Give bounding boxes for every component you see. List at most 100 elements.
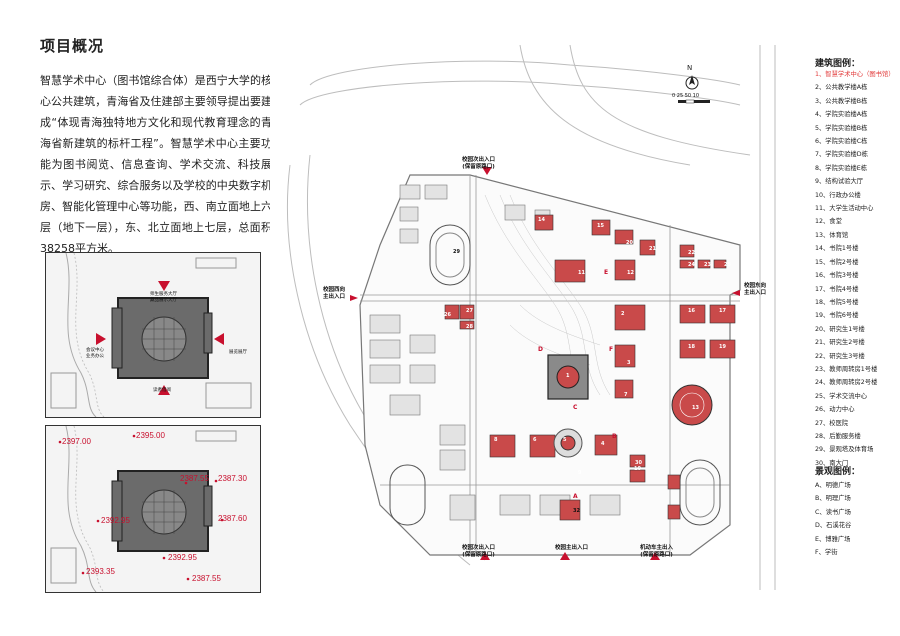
landscape-letter-E: E [604, 269, 609, 276]
landscape-letter-A: A [573, 493, 578, 500]
elev-label: 2392.95 [101, 516, 130, 525]
elev-label: 2393.35 [86, 567, 115, 576]
building-number-20: 20 [626, 240, 633, 246]
building-number-24: 24 [688, 262, 695, 268]
building-legend-item: 10、行政办公楼 [815, 191, 861, 199]
intro-paragraph: 智慧学术中心（图书馆综合体）是西宁大学的核心公共建筑，青海省及住建部主要领导提出… [40, 74, 272, 255]
label-east-hall: 展览展厅 [229, 350, 247, 355]
gate-southeast: 机动车主出入(保留原路口) [640, 545, 674, 558]
building-legend-item: 6、学院实验楼C栋 [815, 138, 868, 146]
elev-label: 2395.00 [136, 431, 165, 440]
label-hall2: 藏品展示大厅 [150, 298, 177, 303]
sports-field [679, 459, 721, 526]
sports-field [389, 464, 426, 526]
gate-south-main: 校园主出入口 [555, 545, 589, 551]
landscape-letter-B: B [612, 433, 617, 440]
building-number-3: 3 [627, 360, 631, 366]
building-legend-item: 9、结构试验大厅 [815, 178, 864, 186]
elev-label: 2397.00 [62, 437, 91, 446]
landscape-letter-D: D [538, 346, 543, 353]
elev-label: 2387.55 [192, 574, 221, 583]
site-elevation-diagram: 2397.00 2395.00 2387.55 2387.30 2392.95 … [45, 425, 261, 593]
landscape-legend-item: C、读书广场 [815, 508, 851, 516]
building-number-12: 12 [627, 270, 634, 276]
building-legend-item: 22、研究生3号楼 [815, 352, 865, 360]
building-number-29: 29 [453, 249, 460, 255]
gymnasium-shape [671, 384, 713, 426]
elev-label: 2387.55 [180, 474, 209, 483]
north-label: N [687, 64, 693, 72]
gate-west: 校园西向主出入口 [323, 287, 346, 300]
gate-east: 校园东向主出入口 [744, 283, 767, 296]
building-number-6: 6 [533, 437, 537, 443]
building-legend-item: 5、学院实验楼B栋 [815, 124, 868, 132]
building-number-11: 11 [578, 270, 585, 276]
site-function-drawing [46, 253, 260, 417]
scale-bar [678, 99, 710, 104]
scale-label: 0 25 50 10 [672, 93, 700, 99]
building-number-7: 7 [624, 392, 628, 398]
building-legend-item: 16、书院3号楼 [815, 272, 859, 280]
building-number-10: 10 [634, 466, 641, 472]
gate-southwest: 校园次出入口(保留原路口) [462, 545, 496, 558]
building-number-25: 25 [724, 262, 731, 268]
elev-label: 2387.60 [218, 514, 247, 523]
building-number-28: 28 [466, 324, 473, 330]
building-legend-item: 3、公共教学楼B栋 [815, 97, 868, 105]
landscape-letter-C: C [573, 404, 578, 411]
gate-north: 校园次出入口(保留原路口) [462, 157, 496, 170]
north-arrow-icon [685, 75, 699, 90]
landscape-legend-item: F、学街 [815, 549, 838, 557]
building-number-14: 14 [538, 217, 545, 223]
building-legend-item: 4、学院实验楼A栋 [815, 111, 868, 119]
building-legend-item: 25、学术交流中心 [815, 392, 868, 400]
building-legend-item: 8、学院实验楼E栋 [815, 164, 868, 172]
page-title: 项目概况 [40, 37, 105, 55]
building-legend-title: 建筑图例： [815, 59, 861, 69]
building-legend-item: 2、公共教学楼A栋 [815, 84, 868, 92]
library-shape [547, 354, 589, 400]
building-number-4: 4 [601, 441, 605, 447]
landscape-legend: A、明德广场 B、明理广场 C、读书广场 D、石溪花谷 E、博雅广场 F、学街 [815, 479, 851, 559]
label-west: 会议中心 [86, 348, 104, 353]
building-number-8: 8 [494, 437, 498, 443]
building-number-26: 26 [444, 312, 451, 318]
building-number-23: 23 [704, 262, 711, 268]
building-number-19: 19 [719, 344, 726, 350]
building-legend-item: 29、景观塔及体育场 [815, 446, 874, 454]
building-legend-item: 30、南大门 [815, 459, 849, 467]
building-number-21: 21 [649, 246, 656, 252]
building-legend-item: 13、体育馆 [815, 231, 849, 239]
building-number-1: 1 [566, 373, 570, 379]
building-number-15: 15 [597, 223, 604, 229]
building-number-18: 18 [688, 344, 695, 350]
building-number-2: 2 [621, 311, 625, 317]
label-hall1: 师生服务大厅 [150, 292, 177, 297]
landscape-legend-title: 景观图例： [815, 467, 861, 477]
building-legend-item: 26、动力中心 [815, 406, 855, 414]
landscape-legend-item: D、石溪花谷 [815, 522, 852, 530]
building-legend-item: 20、研究生1号楼 [815, 325, 865, 333]
building-legend-item: 21、研究生2号楼 [815, 339, 865, 347]
elev-label: 2392.95 [168, 553, 197, 562]
site-elevation-drawing [46, 426, 260, 592]
building-legend-item: 12、食堂 [815, 218, 842, 226]
building-number-32: 32 [573, 508, 580, 514]
building-legend-item: 27、校医院 [815, 419, 849, 427]
building-legend-item: 19、书院6号楼 [815, 312, 859, 320]
sports-field [429, 224, 471, 286]
landscape-letter-F: F [609, 346, 614, 353]
building-legend-item: 23、教师周转房1号楼 [815, 365, 878, 373]
building-legend-item: 7、学院实验楼D栋 [815, 151, 868, 159]
building-legend-item: 28、后勤服务楼 [815, 432, 861, 440]
building-number-27: 27 [466, 308, 473, 314]
building-number-5: 5 [563, 437, 567, 443]
building-number-22: 22 [688, 250, 695, 256]
label-south-entry: 读者借阅 [153, 388, 171, 393]
landscape-legend-item: A、明德广场 [815, 482, 851, 489]
landscape-legend-item: B、明理广场 [815, 495, 851, 503]
building-number-17: 17 [719, 308, 726, 314]
landscape-legend-item: E、博雅广场 [815, 535, 851, 543]
building-number-9: 9 [578, 470, 582, 476]
